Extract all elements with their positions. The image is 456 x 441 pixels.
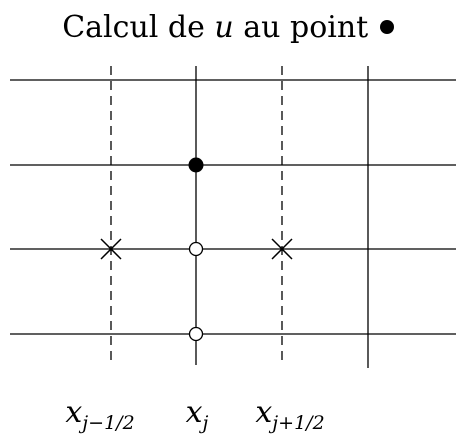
filled-point-marker: [188, 157, 204, 173]
label-x-j-minus-half-sub: j−1/2: [82, 412, 135, 434]
cross-marker-left: [100, 238, 122, 260]
label-x-j-plus-half-sub: j+1/2: [272, 412, 325, 434]
label-x-j-sub: j: [202, 412, 209, 434]
label-x-j-base: x: [185, 395, 203, 430]
title-suffix: au point: [233, 10, 369, 45]
label-x-j: xj: [185, 395, 209, 433]
title-filled-dot-icon: [379, 20, 394, 34]
label-x-j-plus-half-base: x: [255, 395, 273, 430]
hollow-point-marker-1: [188, 241, 204, 257]
hollow-point-marker-2: [188, 326, 204, 342]
title-variable: u: [214, 10, 234, 45]
label-x-j-minus-half: xj−1/2: [65, 395, 134, 433]
diagram-title: Calcul de u au point: [0, 10, 456, 46]
title-prefix: Calcul de: [62, 10, 215, 45]
label-x-j-plus-half: xj+1/2: [255, 395, 324, 433]
cross-marker-right: [271, 238, 293, 260]
label-x-j-minus-half-base: x: [65, 395, 83, 430]
